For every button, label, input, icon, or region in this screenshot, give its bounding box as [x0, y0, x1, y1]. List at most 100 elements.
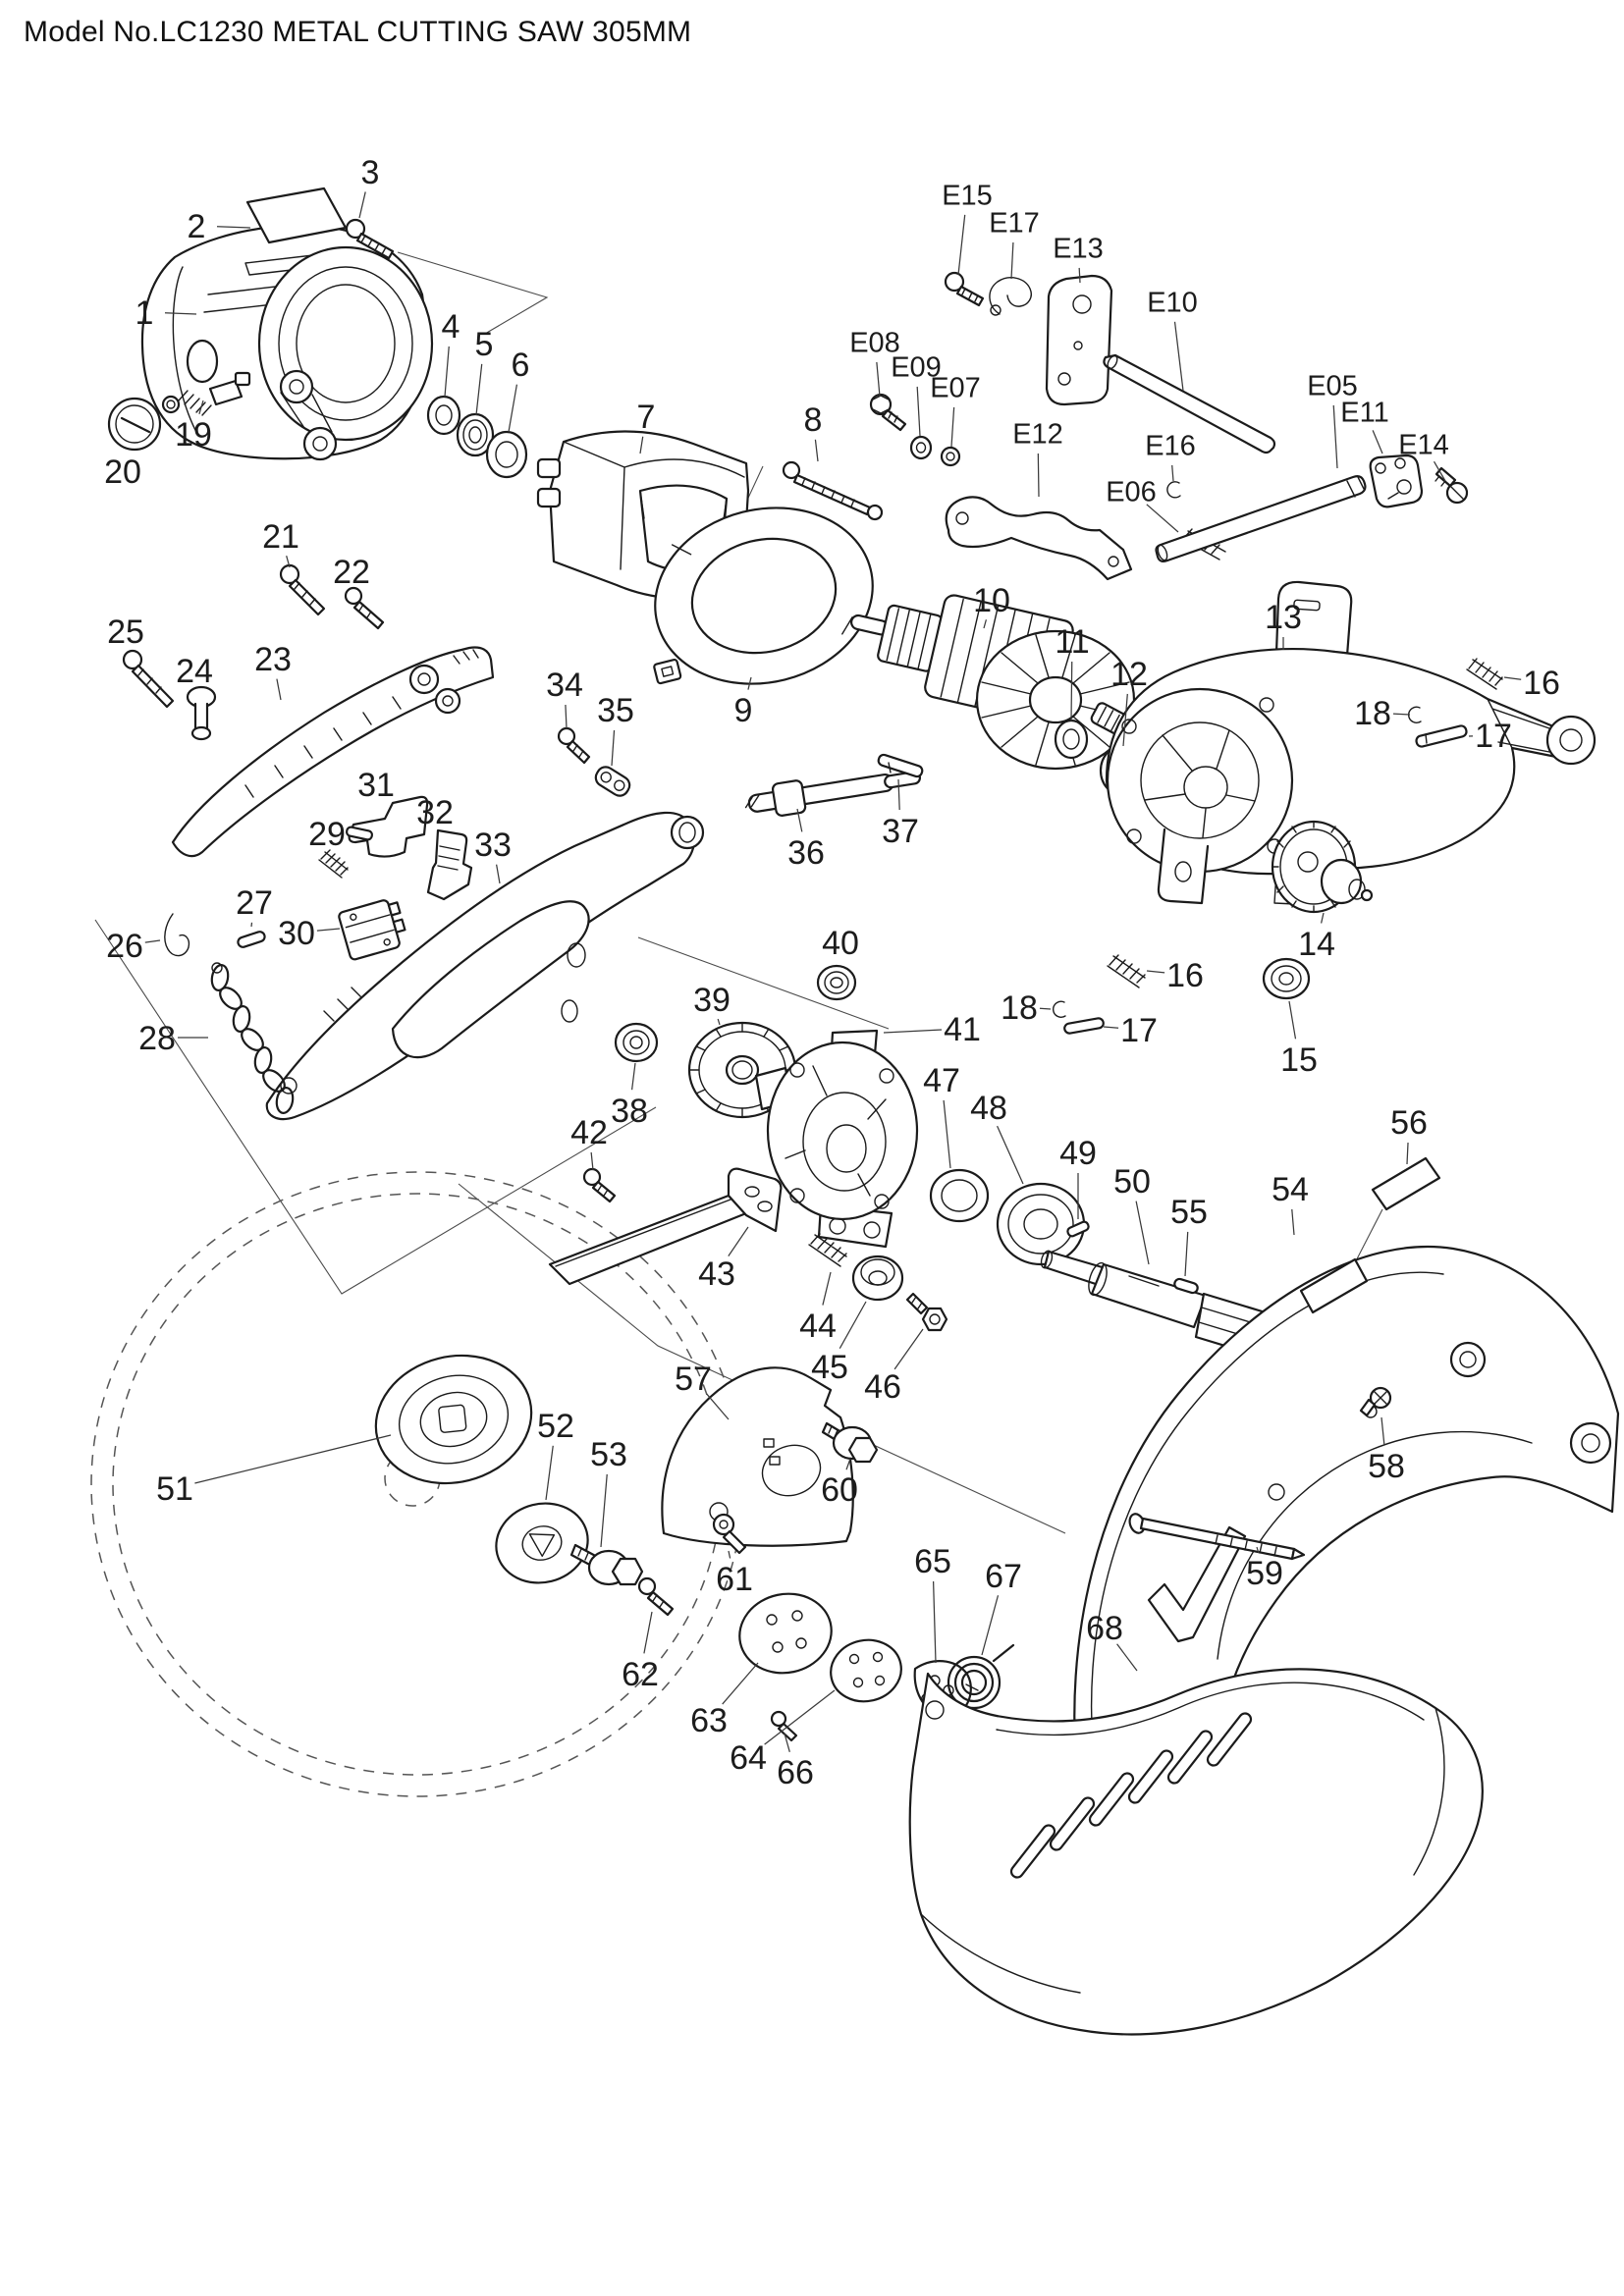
rod-E10 — [1103, 353, 1276, 454]
part-label-E07: E07 — [930, 372, 981, 403]
part-label-60: 60 — [821, 1471, 858, 1509]
leader-26 — [144, 939, 161, 943]
leader-23 — [276, 678, 282, 701]
part-label-40: 40 — [822, 925, 859, 962]
screw-E15 — [944, 271, 985, 307]
hex-bolt-60 — [821, 1421, 879, 1464]
leader-15 — [1288, 1000, 1297, 1040]
leader-E13 — [1078, 267, 1081, 284]
part-label-E09: E09 — [891, 351, 942, 383]
switch-30 — [338, 899, 406, 961]
part-label-21: 21 — [262, 518, 299, 556]
key-49 — [1066, 1220, 1090, 1238]
chain-28 — [210, 962, 295, 1114]
bracket-E11 — [1369, 454, 1424, 508]
part-label-62: 62 — [622, 1656, 659, 1693]
leader-21 — [286, 556, 291, 568]
button-24 — [186, 685, 217, 741]
part-label-27: 27 — [236, 884, 273, 922]
shaft-36 — [744, 771, 922, 817]
leader-16a — [1503, 676, 1522, 680]
ring-6 — [485, 430, 528, 479]
leader-61 — [728, 1550, 731, 1559]
screw-58 — [1359, 1386, 1392, 1417]
part-label-45: 45 — [811, 1349, 848, 1386]
part-label-E14: E14 — [1398, 429, 1449, 460]
handle-top-23 — [171, 646, 495, 858]
spring-16-center — [1107, 954, 1146, 988]
part-label-E17: E17 — [989, 207, 1040, 239]
leader-39 — [717, 1018, 721, 1026]
baffle-plate-9 — [653, 507, 874, 685]
washer-11 — [1054, 719, 1089, 760]
leader-10 — [983, 619, 988, 629]
bearing-box-41 — [754, 1029, 919, 1249]
e-ring-18-center — [1052, 1000, 1066, 1018]
link-35 — [594, 766, 631, 797]
leader-54 — [1291, 1208, 1295, 1236]
leader-19 — [198, 400, 204, 415]
leader-48 — [997, 1125, 1024, 1185]
part-label-30: 30 — [278, 915, 315, 952]
leader-50 — [1135, 1201, 1150, 1265]
leader-63 — [722, 1662, 759, 1705]
leader-E16 — [1171, 464, 1174, 482]
leader-E07 — [950, 406, 955, 448]
part-label-23: 23 — [254, 641, 292, 678]
part-label-41: 41 — [944, 1011, 981, 1048]
part-label-22: 22 — [333, 554, 370, 591]
leader-34 — [565, 704, 568, 729]
gear-14 — [1271, 820, 1374, 914]
part-label-E11: E11 — [1340, 397, 1388, 428]
screw-62 — [637, 1576, 675, 1617]
leader-42 — [590, 1151, 594, 1171]
leader-38 — [630, 1062, 636, 1091]
part-label-25: 25 — [107, 614, 144, 651]
part-label-31: 31 — [357, 767, 395, 804]
part-label-E08: E08 — [849, 327, 900, 358]
screw-E08 — [869, 393, 907, 432]
part-label-32: 32 — [416, 794, 454, 831]
leader-65 — [932, 1580, 937, 1664]
leader-6 — [508, 384, 518, 433]
lever-E12 — [945, 496, 1133, 581]
bearing-40 — [816, 964, 857, 1001]
screw-3 — [345, 218, 395, 260]
leader-E14 — [1433, 460, 1446, 482]
part-label-6: 6 — [512, 347, 530, 384]
part-label-37: 37 — [882, 813, 919, 850]
leader-67 — [981, 1595, 1000, 1656]
leader-E17 — [1010, 241, 1014, 280]
armature-10 — [850, 594, 1150, 771]
outer-flange-52 — [495, 1502, 589, 1584]
screw-42 — [582, 1167, 617, 1203]
pin-17-right — [1415, 724, 1468, 748]
lever-plate-43 — [548, 1167, 783, 1286]
leader-44 — [822, 1271, 832, 1306]
pin-17-center — [1063, 1017, 1105, 1035]
washer-E09 — [909, 435, 933, 460]
part-label-59: 59 — [1246, 1555, 1283, 1592]
part-label-57: 57 — [675, 1361, 712, 1398]
leader-E09 — [916, 386, 921, 437]
spring-16-right — [1466, 658, 1503, 690]
hex-bolt-53 — [569, 1543, 644, 1586]
part-label-49: 49 — [1059, 1135, 1097, 1172]
leader-46 — [893, 1328, 924, 1370]
leader-9 — [747, 676, 752, 690]
leader-58 — [1380, 1416, 1385, 1446]
screw-34 — [557, 726, 591, 765]
part-label-7: 7 — [637, 399, 656, 436]
leader-52 — [545, 1445, 554, 1501]
trigger-31 — [345, 795, 429, 858]
part-label-11: 11 — [1055, 623, 1089, 661]
leader-62 — [643, 1611, 653, 1654]
leader-E12 — [1037, 453, 1040, 498]
leader-E06 — [1146, 504, 1179, 533]
leader-3 — [358, 191, 366, 219]
part-label-12: 12 — [1110, 656, 1148, 693]
ring-47 — [929, 1168, 990, 1223]
part-label-9: 9 — [734, 692, 753, 729]
screw-22 — [344, 586, 385, 630]
